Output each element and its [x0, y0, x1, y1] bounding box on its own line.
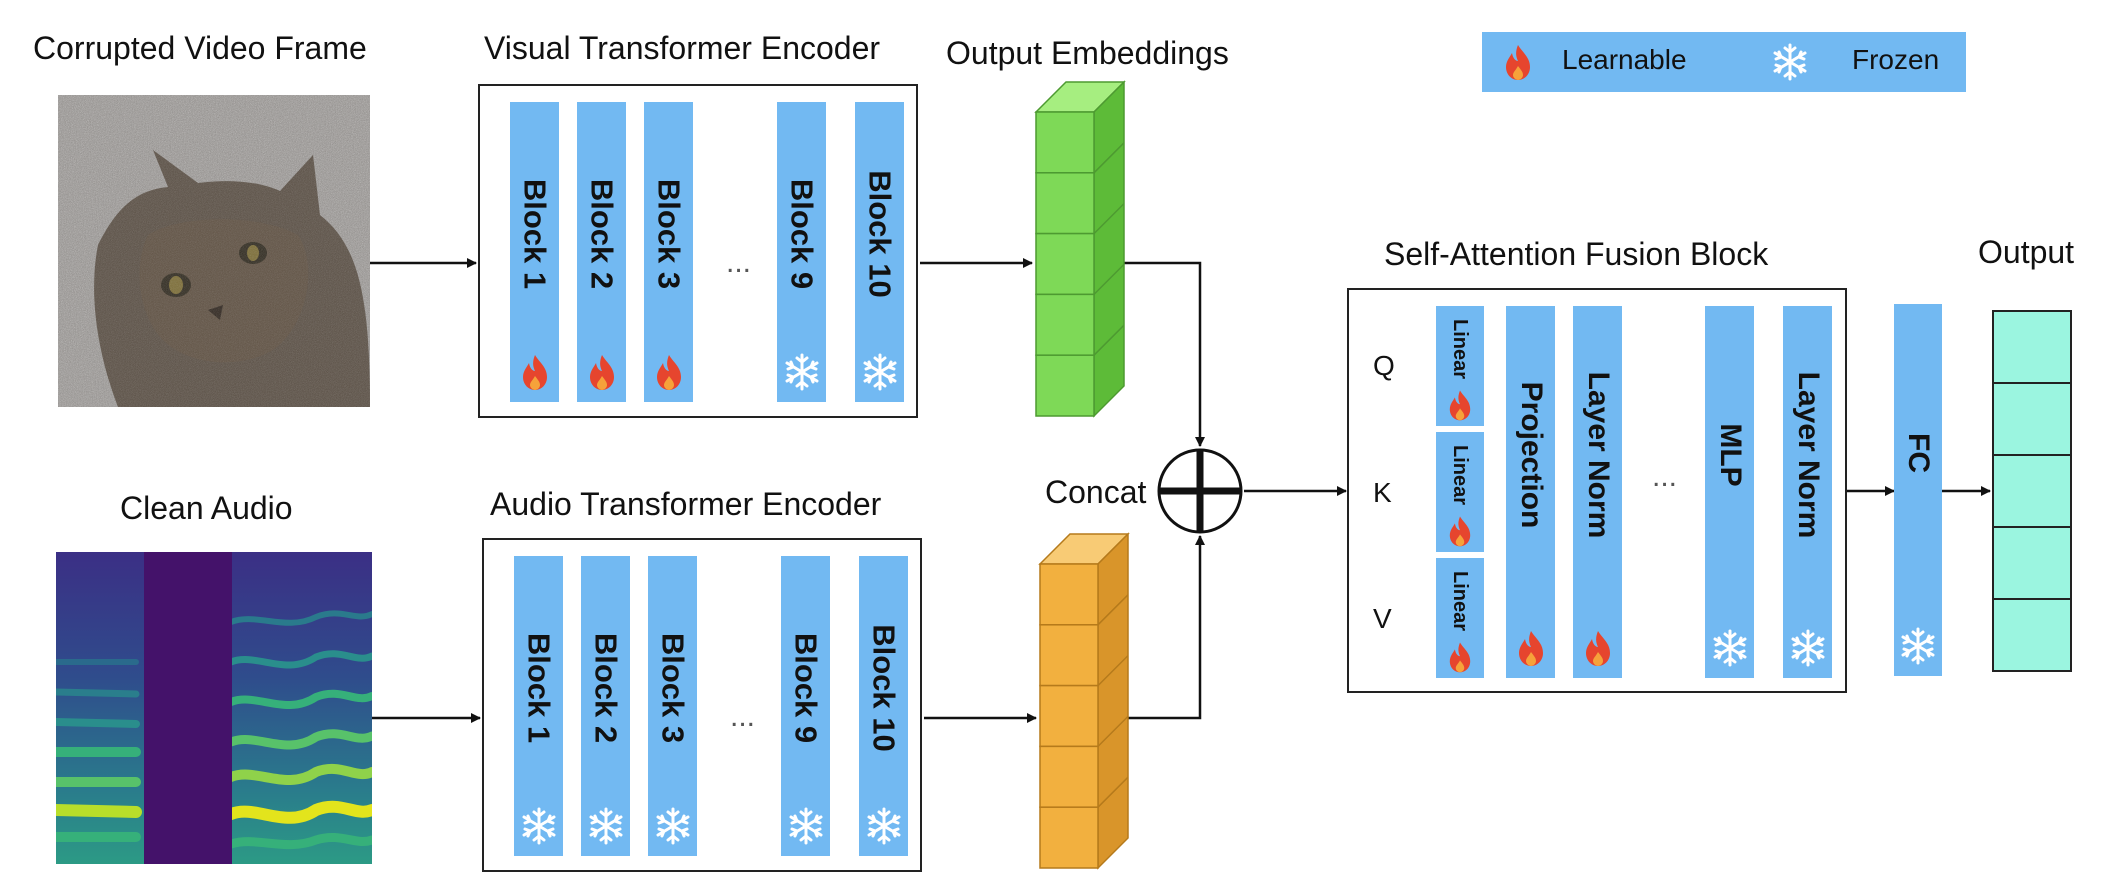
mlp-label: MLP: [1713, 423, 1747, 487]
mlp-block: MLP: [1705, 306, 1754, 678]
corrupted-video-frame-image: [58, 95, 370, 407]
audio-block-3: Block 3: [648, 556, 697, 856]
snowflake-icon: [864, 806, 904, 846]
snowflake-icon: [1788, 628, 1828, 668]
audio-encoder-frame: Block 1 Block 2 Block 3 ... Block 9 Bloc…: [482, 538, 922, 872]
snowflake-icon: [860, 352, 900, 392]
snowflake-icon: [1898, 626, 1938, 666]
flame-icon: [1443, 514, 1477, 548]
visual-encoder-title: Visual Transformer Encoder: [484, 30, 881, 66]
corrupted-video-frame-label: Corrupted Video Frame: [33, 30, 367, 66]
audio-block-9: Block 9: [781, 556, 830, 856]
visual-block-10-label: Block 10: [862, 170, 897, 298]
linear-v-label: Linear: [1449, 571, 1471, 632]
flame-icon: [582, 352, 622, 392]
fc-block: FC: [1894, 304, 1942, 676]
visual-block-9-label: Block 9: [784, 178, 819, 290]
audio-encoder-title: Audio Transformer Encoder: [490, 486, 882, 522]
visual-block-10: Block 10: [855, 102, 904, 402]
snowflake-icon: [586, 806, 626, 846]
audio-block-3-label: Block 3: [655, 632, 690, 744]
output-vector: [1992, 310, 2072, 672]
legend-frozen-label: Frozen: [1852, 44, 1940, 75]
v-label: V: [1373, 603, 1392, 634]
flame-icon: [1443, 388, 1477, 422]
visual-block-2: Block 2: [577, 102, 626, 402]
legend: Learnable Frozen: [1482, 32, 1966, 92]
layer-norm-2-label: Layer Norm: [1791, 371, 1825, 539]
projection-label: Projection: [1514, 381, 1548, 529]
clean-audio-label: Clean Audio: [120, 490, 293, 526]
audio-block-1: Block 1: [514, 556, 563, 856]
output-label: Output: [1978, 234, 2075, 270]
arrow-visual-embedding-to-concat: [1124, 261, 1205, 447]
projection-block: Projection: [1506, 306, 1555, 678]
visual-block-3: Block 3: [644, 102, 693, 402]
linear-v-block: Linear: [1436, 558, 1484, 678]
visual-block-3-label: Block 3: [651, 178, 686, 290]
flame-icon: [1498, 42, 1538, 82]
audio-block-10-label: Block 10: [866, 624, 901, 752]
flame-icon: [649, 352, 689, 392]
legend-learnable-label: Learnable: [1562, 44, 1687, 75]
audio-output-embeddings: [1038, 532, 1130, 870]
linear-k-label: Linear: [1449, 445, 1471, 506]
visual-encoder-frame: Block 1 Block 2 Block 3 ... Block 9 Bloc…: [478, 84, 918, 418]
fusion-block-title: Self-Attention Fusion Block: [1384, 236, 1769, 272]
audio-ellipsis: ...: [730, 700, 756, 733]
audio-block-1-label: Block 1: [521, 632, 556, 744]
layer-norm-1-label: Layer Norm: [1581, 371, 1615, 539]
visual-block-9: Block 9: [777, 102, 826, 402]
concat-label: Concat: [1045, 474, 1147, 510]
audio-block-2: Block 2: [581, 556, 630, 856]
layer-norm-2-block: Layer Norm: [1783, 306, 1832, 678]
linear-q-label: Linear: [1449, 319, 1471, 380]
linear-k-block: Linear: [1436, 432, 1484, 552]
visual-block-2-label: Block 2: [584, 178, 619, 290]
visual-block-1-label: Block 1: [517, 178, 552, 290]
concat-plus-icon: [1157, 448, 1243, 534]
visual-ellipsis: ...: [726, 246, 752, 279]
output-embeddings-label: Output Embeddings: [946, 35, 1229, 71]
linear-q-block: Linear: [1436, 306, 1484, 426]
fc-label: FC: [1902, 432, 1935, 473]
fusion-ellipsis: ...: [1652, 460, 1678, 493]
snowflake-icon: [1710, 628, 1750, 668]
flame-icon: [515, 352, 555, 392]
audio-block-2-label: Block 2: [588, 632, 623, 744]
snowflake-icon: [782, 352, 822, 392]
arrow-audio-embedding-to-concat: [1128, 535, 1205, 720]
clean-audio-spectrogram: [56, 552, 372, 864]
visual-output-embeddings: [1034, 80, 1126, 418]
q-label: Q: [1373, 350, 1395, 381]
fusion-block-frame: Q K V Linear Linear Linear Projection La…: [1347, 288, 1847, 693]
snowflake-icon: [1770, 42, 1810, 82]
audio-block-10: Block 10: [859, 556, 908, 856]
snowflake-icon: [653, 806, 693, 846]
snowflake-icon: [519, 806, 559, 846]
visual-block-1: Block 1: [510, 102, 559, 402]
flame-icon: [1443, 640, 1477, 674]
snowflake-icon: [786, 806, 826, 846]
k-label: K: [1373, 477, 1392, 508]
flame-icon: [1511, 628, 1551, 668]
flame-icon: [1578, 628, 1618, 668]
audio-block-9-label: Block 9: [788, 632, 823, 744]
layer-norm-1-block: Layer Norm: [1573, 306, 1622, 678]
